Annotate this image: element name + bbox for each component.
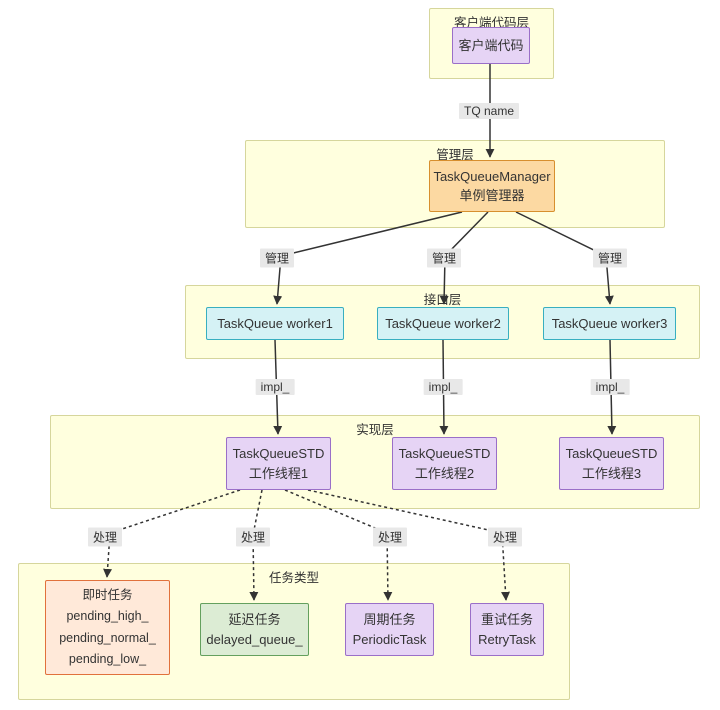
node-taskqueue-manager-line1: TaskQueueManager	[433, 168, 551, 184]
node-taskqueue-worker2: TaskQue​ue worker2	[377, 307, 509, 340]
node-taskqueue-worker2-label: TaskQue​ue worker2	[385, 315, 501, 331]
node-client-code: 客户端代码	[452, 27, 530, 64]
node-taskqueuestd-thread3-line1: TaskQueueSTD	[565, 446, 658, 461]
node-instant-task-line4: pending_low_	[68, 651, 147, 666]
edge-label-impl-2: impl_	[423, 379, 463, 395]
node-taskqueuestd-thread1-line1: TaskQueueSTD	[232, 446, 325, 461]
node-taskqueuestd-thread2: TaskQueueSTD 工作线程2	[392, 437, 497, 490]
node-periodic-task-line1: 周期任务	[363, 612, 416, 627]
layer-client-code-title: 客户端代码层	[453, 16, 529, 30]
node-taskqueue-manager-line2: 单例管理器	[459, 188, 525, 203]
edge-label-manage-2: 管理	[426, 248, 462, 268]
layer-implementation-title: 实现层	[356, 423, 394, 437]
edge-label-impl-3: impl_	[590, 379, 630, 395]
node-taskqueue-worker1: TaskQueue worker1	[206, 307, 344, 340]
node-taskqueuestd-thread1: TaskQueueSTD 工作线程1	[226, 437, 331, 490]
node-periodic-task: 周期任务 PeriodicTask	[345, 603, 434, 656]
node-delayed-task: 延迟任务 delayed_queue_	[200, 603, 309, 656]
node-taskqueuestd-thread1-line2: 工作线程1	[248, 465, 309, 481]
node-instant-task: 即时任务 pending_high_ pending_normal_ pendi…	[45, 580, 170, 675]
edge-label-manage-1: 管理	[259, 248, 295, 268]
node-taskqueue-manager: TaskQueueManager 单例管理器	[429, 160, 555, 212]
node-taskqueue-worker1-label: TaskQueue worker1	[217, 315, 333, 331]
node-taskqueue-worker3-label: TaskQueue worker3	[551, 315, 668, 331]
edge-label-tq-name: TQ name	[458, 103, 520, 119]
node-taskqueuestd-thread3-line2: 工作线程3	[581, 465, 642, 481]
node-retry-task-line2: RetryTask	[478, 631, 536, 647]
node-instant-task-line2: pending_high_	[66, 609, 149, 624]
edge-label-process-3: 处理	[372, 527, 408, 547]
node-delayed-task-line2: delayed_queue_	[206, 631, 303, 647]
edge-label-manage-3: 管理	[592, 248, 628, 268]
edge-label-process-2: 处理	[235, 527, 271, 547]
node-taskqueuestd-thread2-line2: 工作线程2	[414, 465, 475, 481]
node-taskqueuestd-thread2-line1: TaskQueueSTD	[398, 446, 491, 461]
edge-label-process-4: 处理	[487, 527, 523, 547]
node-client-code-label: 客户端代码	[458, 37, 524, 53]
node-delayed-task-line1: 延迟任务	[228, 612, 281, 627]
layer-management-title: 管理层	[436, 148, 474, 162]
node-periodic-task-line2: PeriodicTask	[352, 631, 427, 647]
node-instant-task-line3: pending_normal_	[59, 630, 156, 645]
node-taskqueuestd-thread3: TaskQueueSTD 工作线程3	[559, 437, 664, 490]
edge-label-process-1: 处理	[87, 527, 123, 547]
layer-task-types-title: 任务类型	[268, 571, 319, 585]
node-taskqueue-worker3: TaskQueue worker3	[543, 307, 676, 340]
node-retry-task-line1: 重试任务	[480, 612, 533, 627]
edge-label-impl-1: impl_	[255, 379, 295, 395]
node-instant-task-line1: 即时任务	[82, 588, 133, 602]
layer-client-code: 客户端代码层	[429, 8, 554, 79]
node-retry-task: 重试任务 RetryTask	[470, 603, 544, 656]
edge-std1-to-instant-task	[103, 489, 241, 578]
